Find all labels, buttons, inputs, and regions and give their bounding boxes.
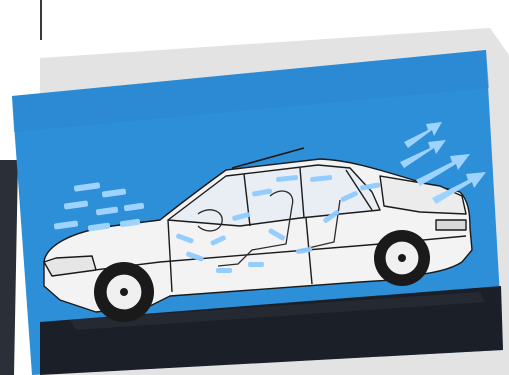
airflow-dash xyxy=(216,268,232,273)
rear-light xyxy=(436,220,466,230)
front-wheel xyxy=(94,262,154,322)
rear-wheel xyxy=(374,230,430,286)
front-hub xyxy=(120,288,128,296)
top-left-rule xyxy=(40,0,42,40)
airflow-dash xyxy=(248,262,264,267)
rear-hub xyxy=(398,254,406,262)
